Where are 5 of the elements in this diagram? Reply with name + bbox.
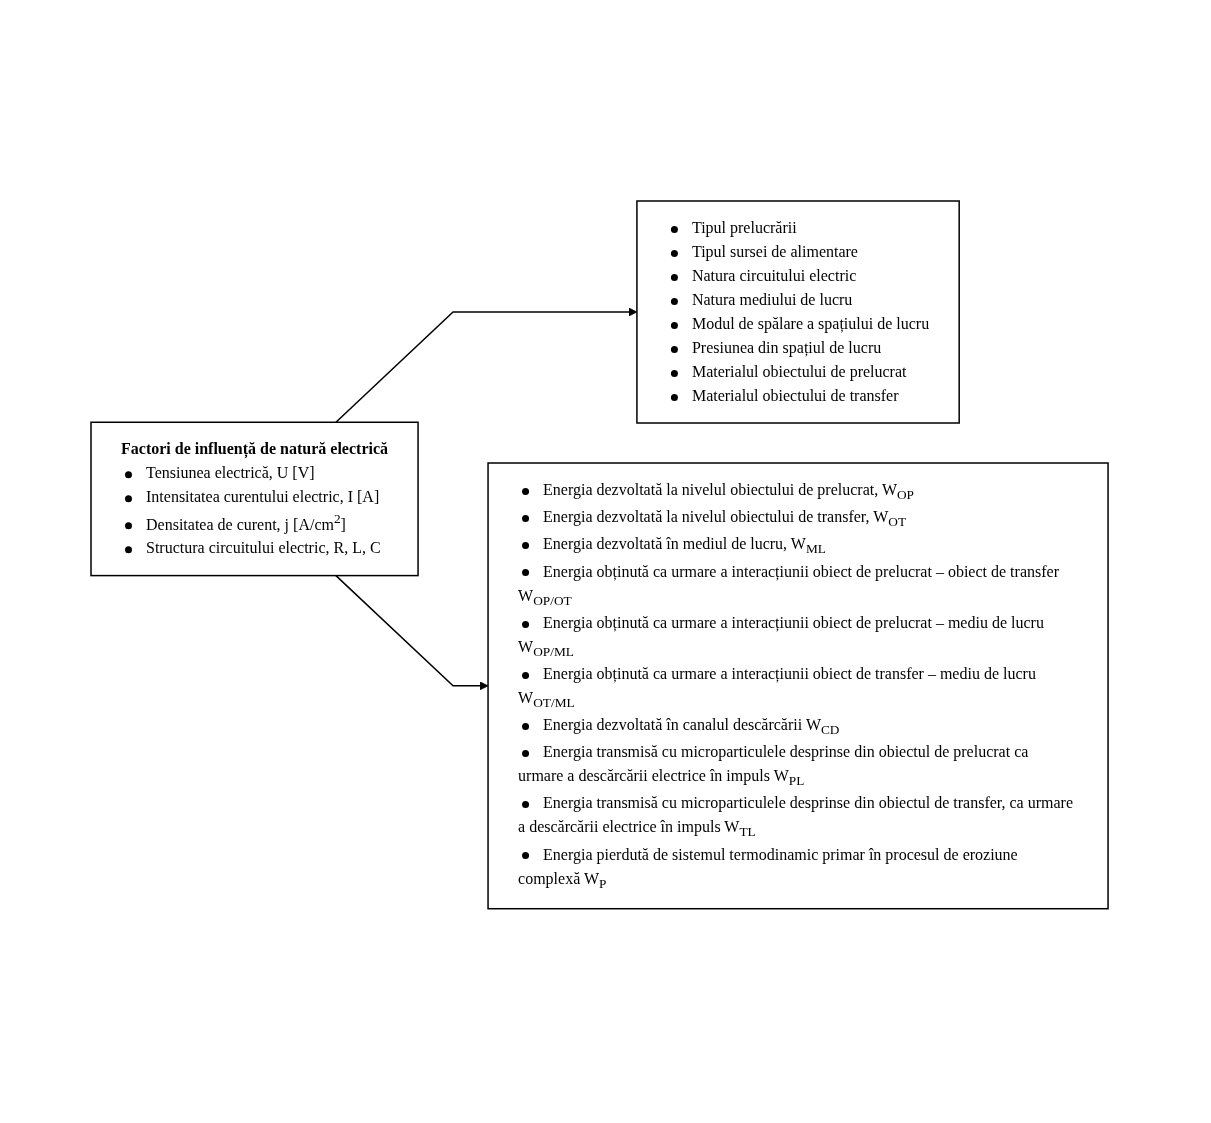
node-box: Energia dezvoltată la nivelul obiectului de prelucrat, W$_{OP}$ Energia dezvoltată la nivelul obiectului de transfer, W$_{OT}$ Energia dezvoltată în mediul de lucru, W$_{ML}$ Energia obținută ca urmare a interacțiunii obiect de prelucrat – obiect de transfer W$_{OP/OT}$ Energia obținută ca urmare a interacțiunii obiect de prelucrat – mediu de lucru W$_{OP/ML}$ Energia obținută ca urmare a interacțiunii obiect de transfer – mediu de lucru W$_{OT/ML}$ Energia dezvoltată în canalul descărcării W$_{CD}$ Energia transmisă cu microparticulele desprinse din obiectul de prelucrat ca urmare a descărcării electrice în impuls W$_{PL}$ Energia transmisă cu microparticulele desprinse din obiectul de transfer, ca urmare a descărcării electrice în impuls W$_{TL}$ Energia pierdută de sistemul termodinamic primar în procesul de eroziune complexă W$_{P}$ — [487, 462, 1110, 910]
node-box: Tipul prelucrării Tipul sursei de alimentare Natura circuitului electric Natura mediului de lucru Modul de spălare a spațiului de lucru Presiunea din spațiul de lucru Materialul obiectului de prelucrat Materialul obiectului de transfer — [636, 200, 961, 424]
arrow — [335, 307, 638, 424]
node-box: Factori de influență de natură electrică Tensiunea electrică, U [V] Intensitatea curentului electric, I [A] Densitatea de curent, j [A/cm$^{2}$] Structura circuitului electric, R, L, C — [90, 421, 420, 577]
arrow — [335, 575, 489, 691]
